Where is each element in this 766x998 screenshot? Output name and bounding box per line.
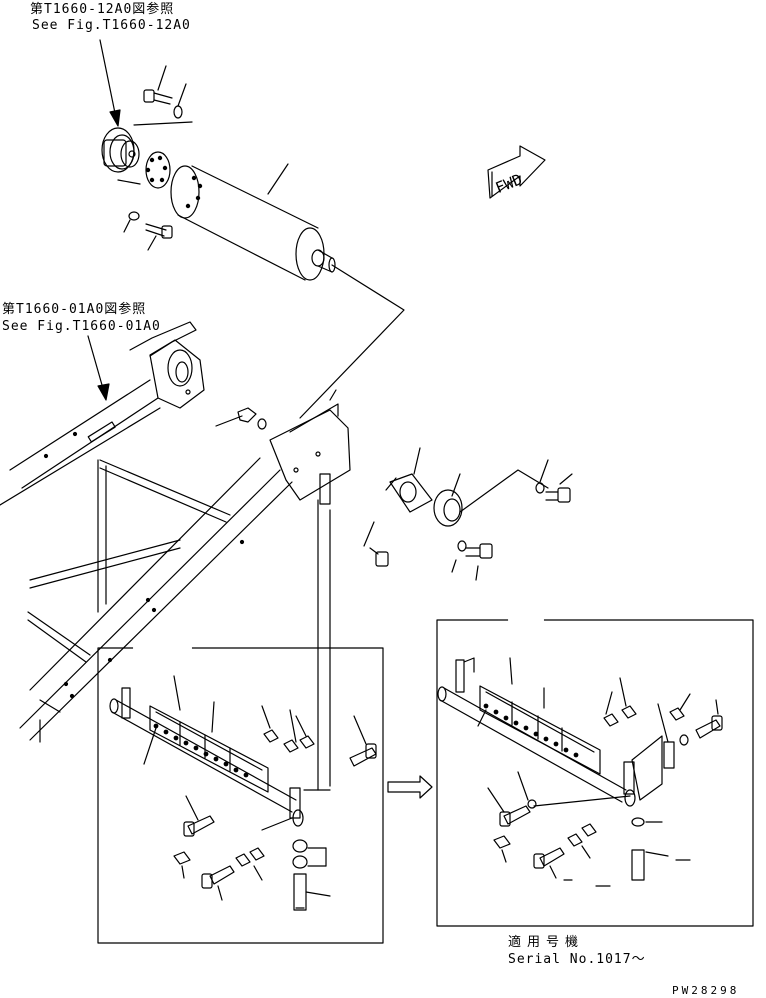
nut-left-1 — [264, 730, 278, 742]
detail-box-right — [437, 620, 753, 926]
fwd-arrow — [488, 146, 545, 198]
drum-roller — [171, 166, 335, 280]
fwd-text: FWD — [493, 170, 525, 197]
bearing-group — [216, 390, 572, 580]
ref-2-en: See Fig.T1660-01A0 — [2, 319, 161, 334]
cleaner-assembly-right — [438, 658, 722, 886]
cleaner-holes-right — [484, 704, 578, 757]
ref-arrow-2 — [88, 336, 109, 400]
drive-motor — [102, 128, 139, 172]
bolt-top — [144, 66, 186, 118]
drawing-code: PW28298 — [672, 984, 740, 997]
flange-plate — [146, 152, 170, 188]
detail-box-left — [98, 648, 383, 943]
cleaner-assembly-left — [110, 676, 376, 910]
ref-arrow-1 — [100, 40, 120, 126]
serial-label-en: Serial No.1017～ — [508, 952, 646, 967]
bolt-lower — [124, 212, 172, 250]
ref-1-en: See Fig.T1660-12A0 — [32, 18, 191, 33]
conveyor-frame — [0, 322, 350, 742]
transition-arrow — [388, 776, 432, 798]
cleaner-holes-left — [154, 724, 248, 777]
ref-1-jp: 第T1660-12A0図参照 — [30, 2, 175, 17]
serial-label-jp: 適用号機 — [508, 935, 585, 950]
ref-2-jp: 第T1660-01A0図参照 — [2, 302, 147, 317]
